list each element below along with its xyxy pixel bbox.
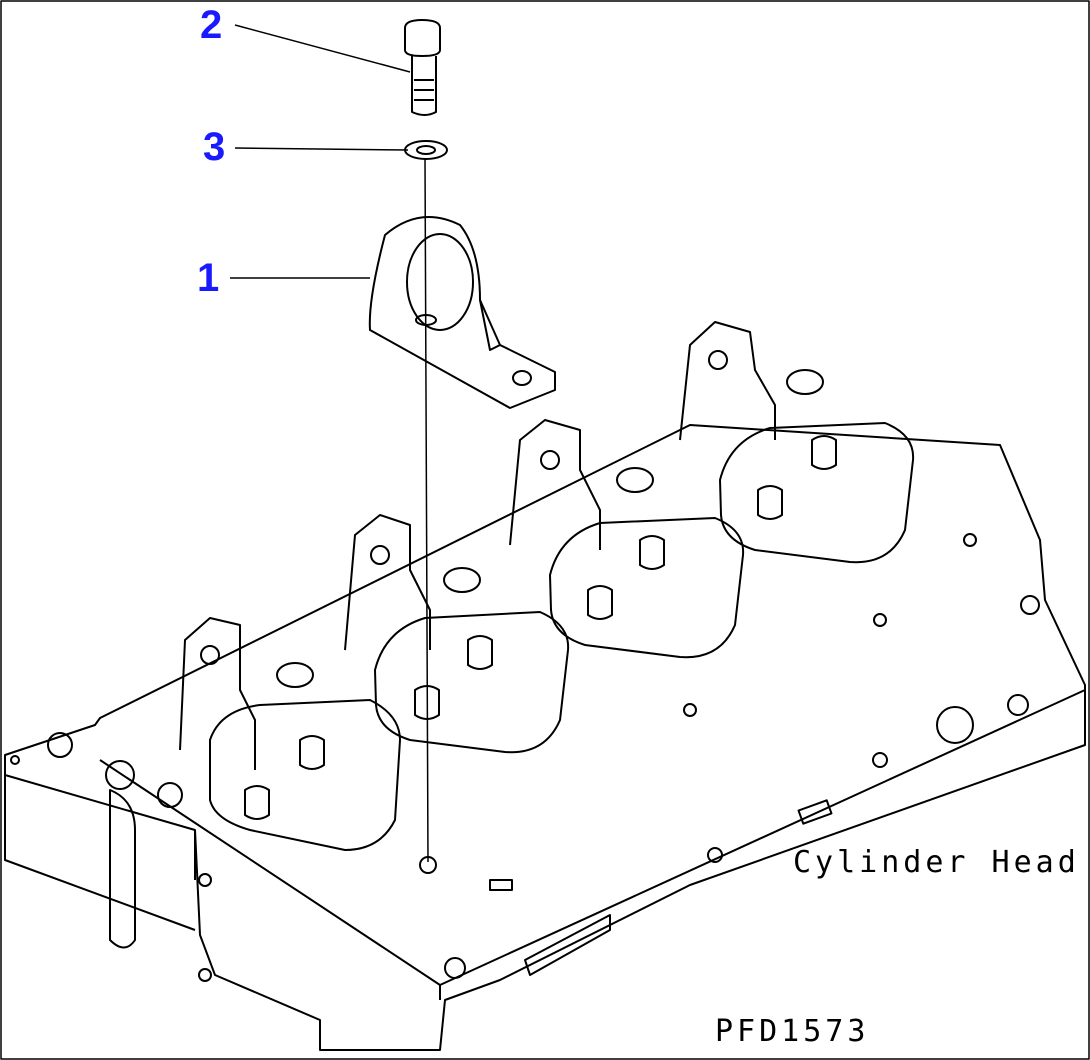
valve-stems [244, 435, 837, 820]
bracket-part [368, 216, 556, 409]
callout-2: 2 [200, 3, 223, 47]
bolt-part [404, 19, 441, 116]
callout-3: 3 [203, 125, 226, 169]
callout-1: 1 [197, 256, 220, 300]
valve-chambers [209, 422, 915, 851]
cylinder-head-part [4, 321, 1086, 1051]
leader-lines [230, 24, 429, 863]
bolt-holes [10, 533, 1040, 982]
washer-part [404, 140, 448, 160]
figure-code: PFD1573 [715, 1014, 870, 1049]
part-caption: Cylinder Head [793, 845, 1080, 880]
